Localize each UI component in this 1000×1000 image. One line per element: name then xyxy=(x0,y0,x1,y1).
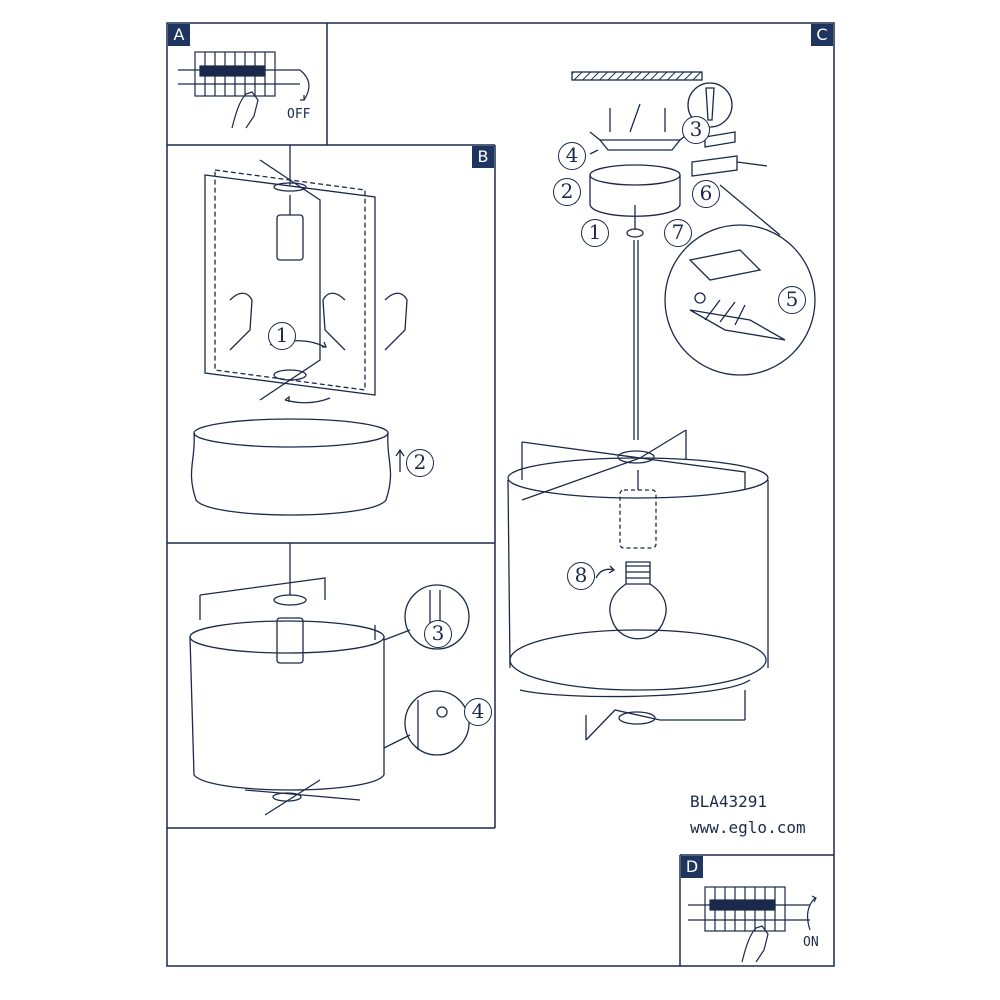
step-marker-c5: 5 xyxy=(778,286,806,314)
breaker-on-illustration xyxy=(688,886,817,963)
step-marker-c1: 1 xyxy=(581,219,609,247)
step-marker-c7: 7 xyxy=(664,219,692,247)
step-marker-b4: 4 xyxy=(464,698,492,726)
model-number: BLA43291 xyxy=(690,792,768,811)
step-marker-b1: 1 xyxy=(268,322,296,350)
off-text: OFF xyxy=(287,107,311,122)
breaker-off-illustration xyxy=(178,51,310,129)
panel-label-b: B xyxy=(472,146,494,168)
ceiling-mount-illustration xyxy=(507,71,816,741)
step-marker-c8: 8 xyxy=(567,562,595,590)
step-marker-c4: 4 xyxy=(558,142,586,170)
sheet-border xyxy=(166,22,835,967)
step-marker-c3: 3 xyxy=(682,116,710,144)
website-url: www.eglo.com xyxy=(690,818,806,837)
step-marker-c6: 6 xyxy=(692,180,720,208)
assembled-shade-illustration xyxy=(189,543,470,816)
on-text: ON xyxy=(803,935,819,950)
panel-label-c: C xyxy=(811,24,833,46)
panel-label-d: D xyxy=(681,856,703,878)
step-marker-c2: 2 xyxy=(553,178,581,206)
panel-label-a: A xyxy=(168,24,190,46)
step-marker-b3: 3 xyxy=(424,620,452,648)
step-marker-b2: 2 xyxy=(406,449,434,477)
frame-rotation-illustration xyxy=(190,145,408,516)
